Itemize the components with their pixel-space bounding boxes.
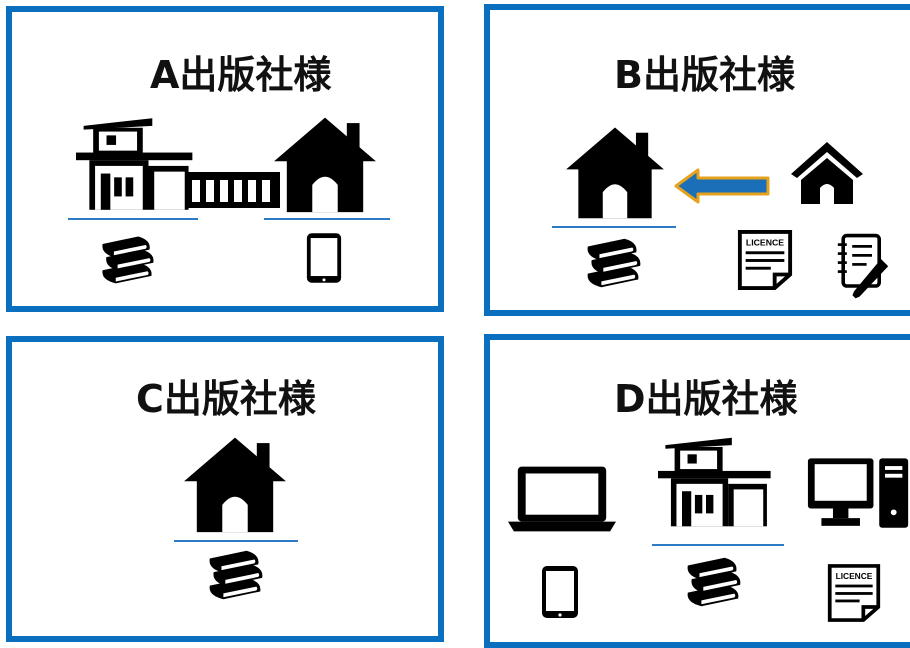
home-outline-icon xyxy=(786,138,868,208)
tablet-icon xyxy=(540,560,580,624)
books-icon xyxy=(582,236,644,288)
panel-b-title: B出版社様 xyxy=(614,53,795,97)
divider-line xyxy=(552,226,676,228)
arrow-left-icon xyxy=(674,168,770,204)
laptop-icon xyxy=(508,464,616,534)
notebook-pen-icon xyxy=(836,228,890,308)
licence-icon: LICENCE xyxy=(736,228,794,292)
licence-label: LICENCE xyxy=(746,238,784,248)
home-icon xyxy=(556,124,674,220)
divider-line xyxy=(68,218,198,220)
books-icon xyxy=(97,234,157,284)
building-icon xyxy=(658,432,778,532)
building-icon xyxy=(76,114,200,214)
books-icon xyxy=(682,554,744,608)
panel-c-title: C出版社様 xyxy=(136,377,316,421)
divider-line xyxy=(264,218,390,220)
licence-label: LICENCE xyxy=(836,571,873,581)
home-icon xyxy=(266,114,384,214)
divider-line xyxy=(652,544,784,546)
desktop-computer-icon xyxy=(806,456,910,534)
tablet-icon xyxy=(305,230,343,286)
home-icon xyxy=(176,434,294,534)
bridge-icon xyxy=(186,172,280,208)
panel-a-title: A出版社様 xyxy=(150,53,332,97)
panel-d-title: D出版社様 xyxy=(614,377,798,421)
licence-icon: LICENCE xyxy=(826,562,882,624)
divider-line xyxy=(174,540,298,542)
books-icon xyxy=(204,548,266,600)
